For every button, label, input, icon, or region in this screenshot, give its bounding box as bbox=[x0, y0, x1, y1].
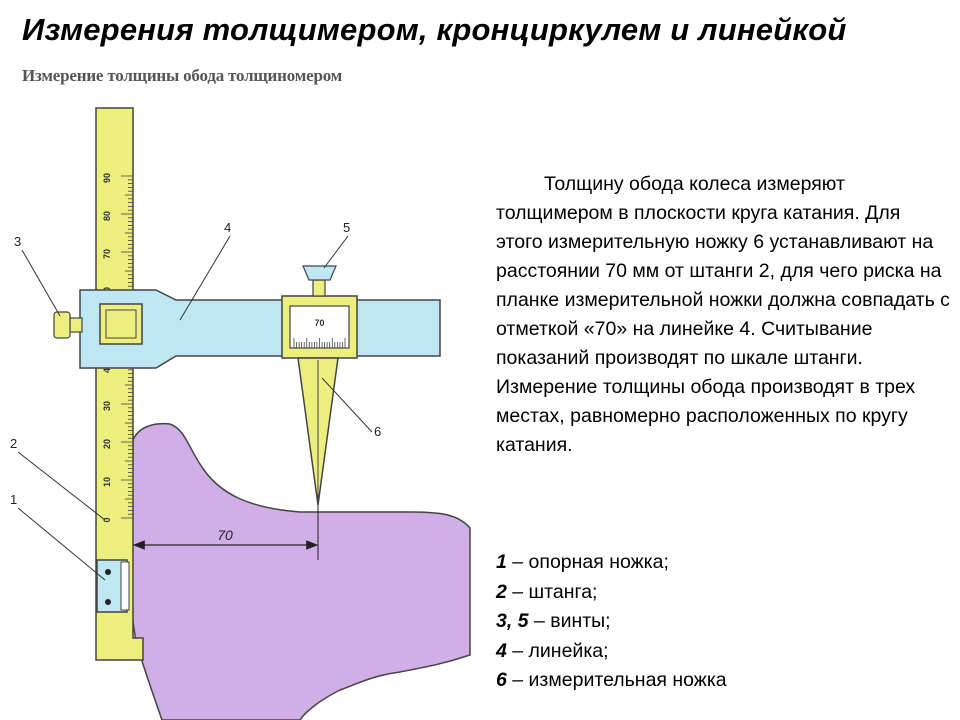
legend-number: 3, 5 bbox=[496, 610, 529, 632]
bar-scale-label: 10 bbox=[102, 477, 112, 487]
carriage-dial-scale bbox=[293, 338, 346, 348]
callout-leader-6 bbox=[321, 377, 373, 433]
bar-scale-label: 0 bbox=[102, 517, 112, 522]
callout-leader-2 bbox=[17, 451, 106, 521]
support-foot-plate bbox=[120, 561, 130, 611]
screw-3 bbox=[69, 317, 83, 333]
callout-leader-3 bbox=[21, 249, 61, 317]
slide-title: Измерения толщимером, кронциркулем и лин… bbox=[22, 12, 847, 47]
legend-label: – измерительная ножка bbox=[506, 669, 727, 691]
screw-5-stem bbox=[312, 279, 326, 297]
wheel-rim bbox=[131, 422, 471, 720]
description-paragraph: Толщину обода колеса измеряют толщимером… bbox=[496, 170, 952, 460]
dimension-label: 70 bbox=[217, 527, 233, 543]
bar-scale-label: 90 bbox=[102, 173, 112, 183]
bar-2 bbox=[95, 107, 144, 661]
callout-1: 1 bbox=[10, 492, 17, 507]
callout-4: 4 bbox=[224, 220, 231, 235]
legend-label: – линейка; bbox=[506, 639, 609, 662]
legend-item: 4 – линейка; bbox=[496, 637, 727, 667]
legend-number: 1 bbox=[496, 551, 507, 573]
callout-leader-4 bbox=[179, 235, 231, 321]
legend-list: 1 – опорная ножка; 2 – штанга; 3, 5 – ви… bbox=[496, 548, 727, 696]
bar-scale-label: 70 bbox=[102, 249, 112, 259]
callout-6: 6 bbox=[374, 424, 381, 439]
ruler-window bbox=[99, 303, 143, 345]
description-text: Толщину обода колеса измеряют толщимером… bbox=[496, 173, 950, 456]
legend-item: 3, 5 – винты; bbox=[496, 607, 727, 637]
legend-item: 2 – штанга; bbox=[496, 578, 727, 608]
legend-label: – винты; bbox=[528, 610, 611, 632]
legend-number: 2 bbox=[496, 580, 507, 603]
bar-scale-label: 30 bbox=[102, 401, 112, 411]
carriage-dial-label: 70 bbox=[314, 318, 324, 328]
bar-scale-label: 80 bbox=[102, 211, 112, 221]
legend-number: 4 bbox=[496, 639, 507, 662]
ruler-window-inner bbox=[105, 309, 137, 339]
legend-item: 6 – измерительная ножка bbox=[496, 666, 727, 696]
legend-number: 6 bbox=[496, 669, 507, 691]
legend-item: 1 – опорная ножка; bbox=[496, 548, 727, 578]
support-foot-hole bbox=[105, 569, 111, 575]
callout-leader-5 bbox=[323, 235, 349, 269]
callout-leader-1 bbox=[17, 507, 106, 581]
bar-scale-label: 20 bbox=[102, 439, 112, 449]
callout-3: 3 bbox=[14, 234, 21, 249]
callout-5: 5 bbox=[343, 220, 350, 235]
callout-2: 2 bbox=[10, 436, 17, 451]
legend-label: – штанга; bbox=[506, 580, 598, 603]
support-foot-hole bbox=[105, 599, 111, 605]
figure-caption: Измерение толщины обода толщиномером bbox=[22, 66, 343, 85]
screw-3-head bbox=[53, 311, 71, 339]
legend-label: – опорная ножка; bbox=[506, 551, 669, 573]
screw-5 bbox=[302, 265, 337, 281]
